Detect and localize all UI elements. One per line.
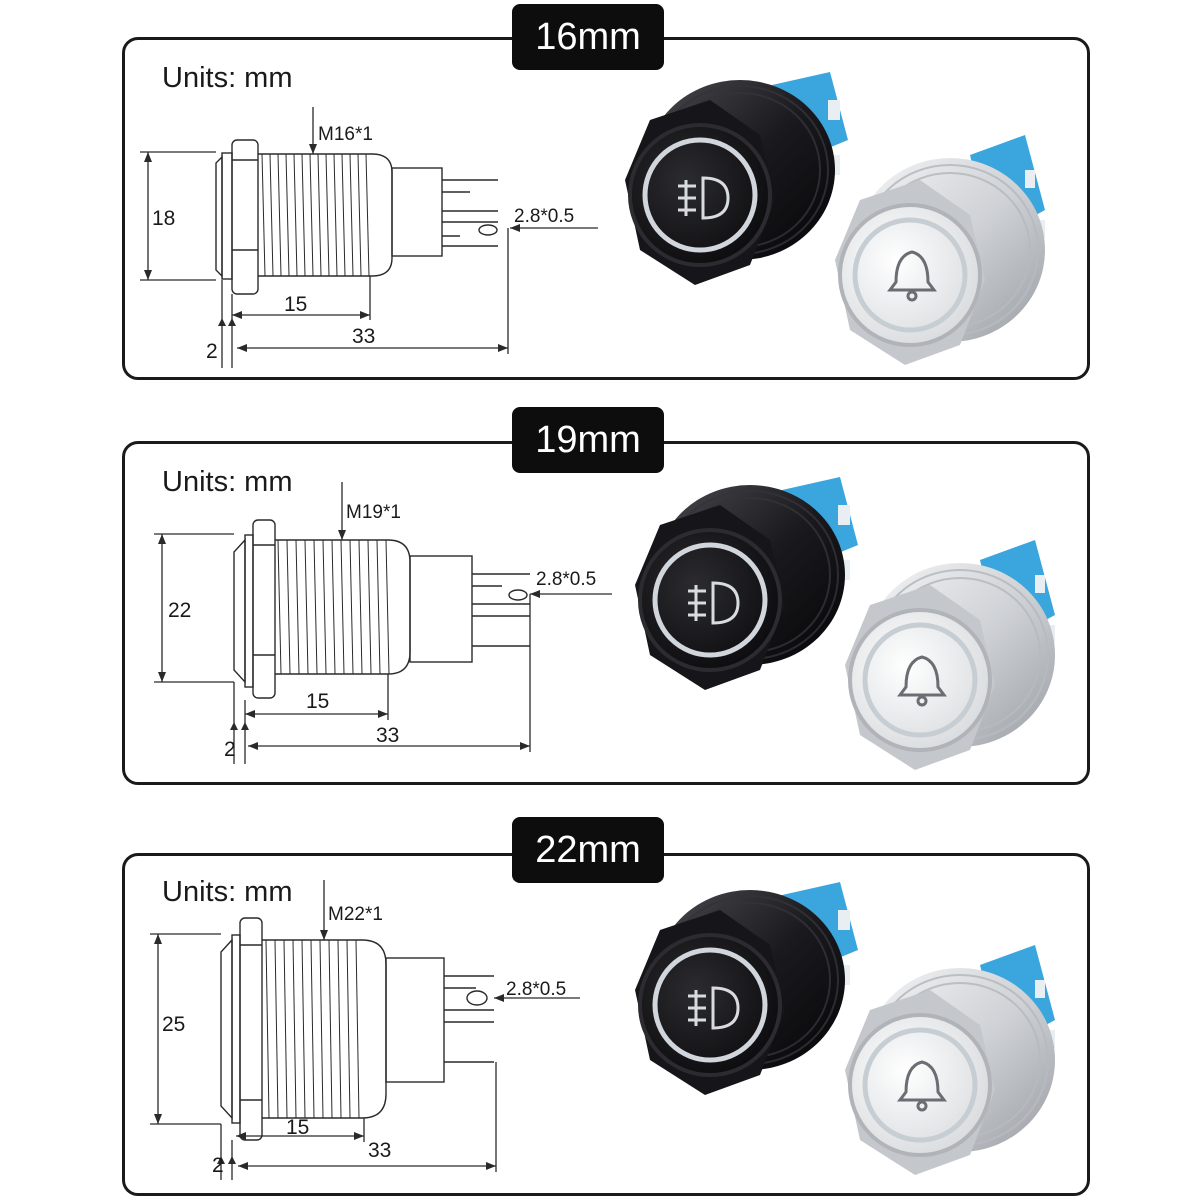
diameter-label: 25 — [162, 1013, 185, 1036]
thread-line — [313, 539, 318, 675]
thread-line — [367, 539, 372, 675]
thread-line — [317, 153, 322, 277]
product-photo-22mm — [610, 870, 1100, 1190]
flange-label: 2 — [224, 738, 236, 761]
thread-line — [265, 939, 270, 1119]
thread-label: M22*1 — [328, 904, 383, 925]
thread-label: M16*1 — [318, 124, 373, 145]
thread-line — [365, 153, 370, 277]
thread-line — [295, 539, 300, 675]
thread-line — [346, 939, 351, 1119]
thread-line — [385, 539, 390, 675]
thread-line — [341, 153, 346, 277]
diameter-label: 22 — [168, 599, 191, 622]
product-photo-19mm — [610, 465, 1100, 785]
thread-line — [349, 153, 354, 277]
thread-line — [261, 153, 266, 277]
thread-line — [301, 153, 306, 277]
thread-line — [309, 153, 314, 277]
thread-line — [285, 153, 290, 277]
thread-line — [333, 153, 338, 277]
thread-line — [325, 153, 330, 277]
thread-line — [357, 153, 362, 277]
size-badge-19mm: 19mm — [512, 407, 664, 473]
total-length-label: 33 — [376, 724, 399, 747]
thread-label: M19*1 — [346, 502, 401, 523]
dimension-drawing-16mm: 18 M16*1 2.8*0.5 15 33 2 — [140, 107, 598, 368]
flange-label: 2 — [212, 1154, 224, 1177]
total-length-label: 33 — [368, 1139, 391, 1162]
thread-line — [319, 939, 324, 1119]
pin-size-label: 2.8*0.5 — [514, 206, 574, 227]
size-badge-16mm: 16mm — [512, 4, 664, 70]
thread-line — [277, 153, 282, 277]
pin-size-label: 2.8*0.5 — [506, 979, 566, 1000]
thread-line — [349, 539, 354, 675]
thread-line — [310, 939, 315, 1119]
total-length-label: 33 — [352, 325, 375, 348]
thread-line — [337, 939, 342, 1119]
pin-size-label: 2.8*0.5 — [536, 569, 596, 590]
thread-line — [274, 939, 279, 1119]
thread-line — [358, 539, 363, 675]
thread-line — [286, 539, 291, 675]
thread-line — [340, 539, 345, 675]
units-label: Units: mm — [162, 62, 293, 94]
thread-length-label: 15 — [306, 690, 329, 713]
thread-line — [269, 153, 274, 277]
thread-line — [293, 153, 298, 277]
product-photo-16mm — [600, 60, 1090, 380]
thread-line — [277, 539, 282, 675]
thread-line — [355, 939, 360, 1119]
thread-line — [292, 939, 297, 1119]
thread-line — [328, 939, 333, 1119]
thread-line — [376, 539, 381, 675]
thread-length-label: 15 — [284, 293, 307, 316]
thread-line — [304, 539, 309, 675]
thread-line — [331, 539, 336, 675]
size-badge-22mm: 22mm — [512, 817, 664, 883]
thread-line — [301, 939, 306, 1119]
units-label: Units: mm — [162, 876, 293, 908]
flange-label: 2 — [206, 340, 218, 363]
thread-line — [283, 939, 288, 1119]
diameter-label: 18 — [152, 207, 175, 230]
thread-line — [322, 539, 327, 675]
thread-length-label: 15 — [286, 1116, 309, 1139]
units-label: Units: mm — [162, 466, 293, 498]
